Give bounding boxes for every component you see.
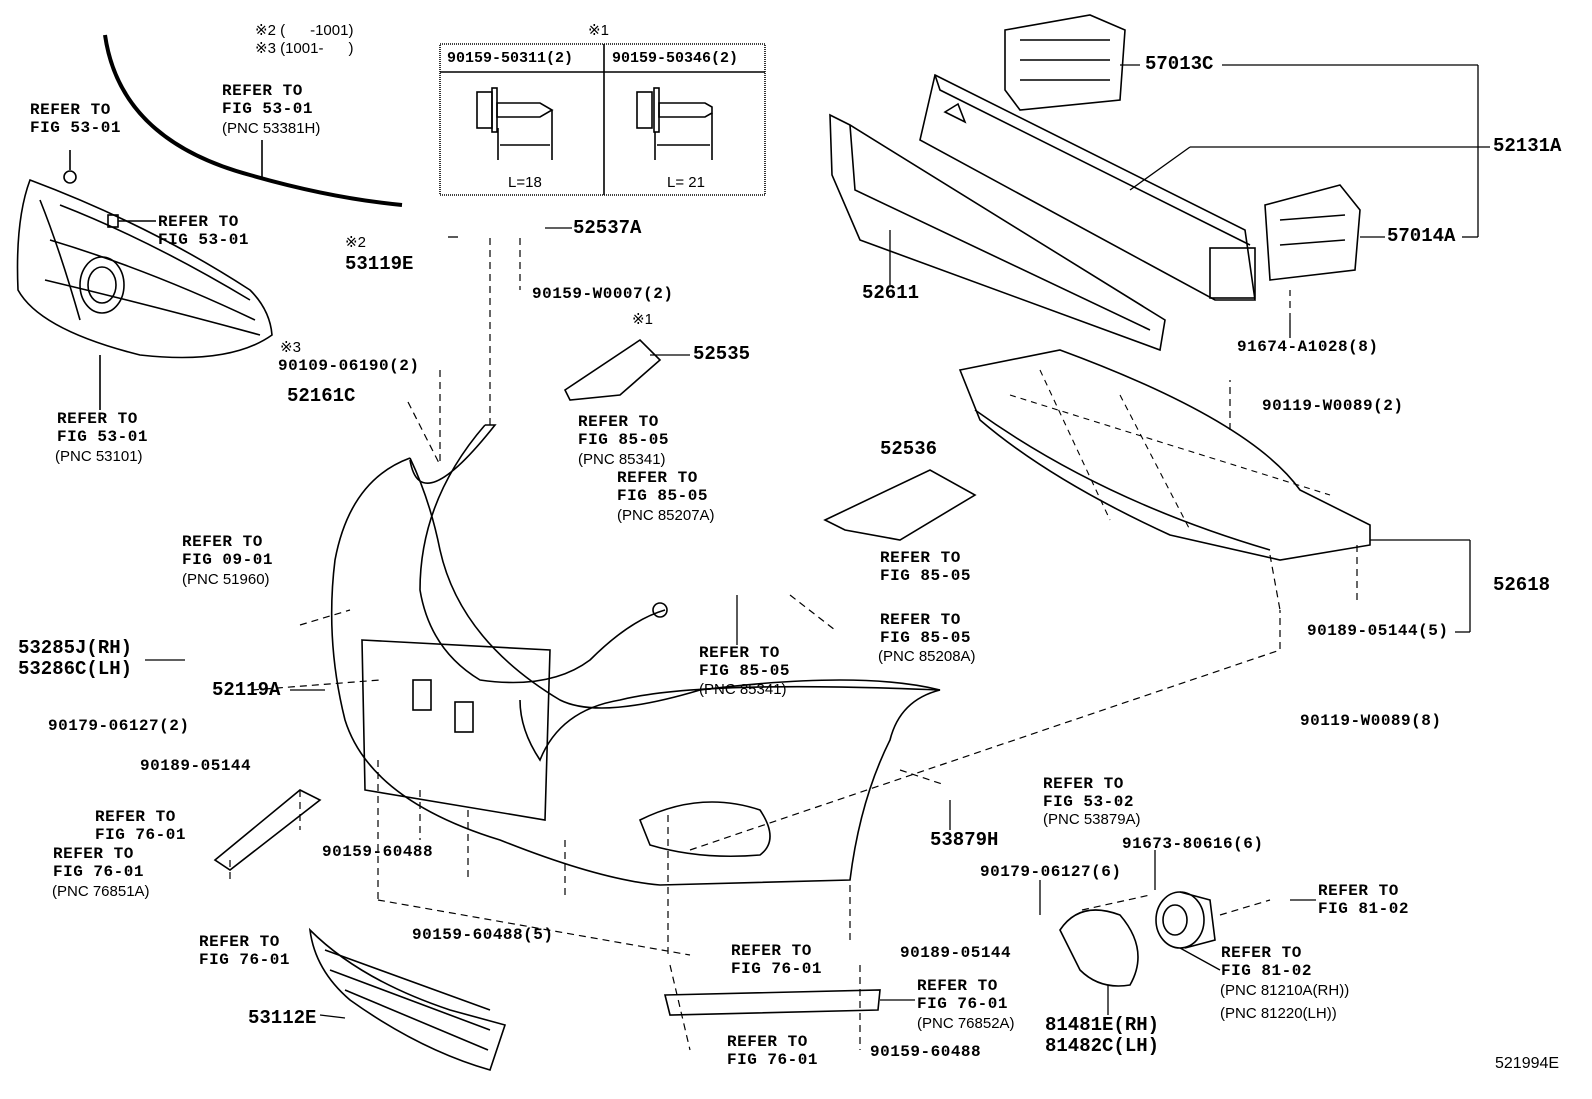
side-bracket-52535 xyxy=(563,338,662,401)
bracket-57014A xyxy=(1264,184,1361,281)
refer-label: REFER TO FIG 85-05 xyxy=(880,549,971,585)
part-number: 53285J(RH) 53286C(LH) xyxy=(18,637,133,680)
part-number: 90179-06127(2) xyxy=(48,717,190,735)
refer-label: REFER TO FIG 85-05 xyxy=(617,469,708,505)
pnc-label: (PNC 81210A(RH)) xyxy=(1220,982,1350,999)
part-number: 53119E xyxy=(345,253,414,275)
diagram-id: 521994E xyxy=(1495,1055,1560,1072)
refer-label: REFER TO FIG 76-01 xyxy=(199,933,290,969)
part-number: 52119A xyxy=(212,679,281,701)
part-number: 90189-05144 xyxy=(140,757,252,775)
part-number: 90159-60488(5) xyxy=(412,926,554,944)
part-number: 53112E xyxy=(248,1007,317,1029)
pnc-label: (PNC 51960) xyxy=(182,571,270,588)
refer-label: REFER TO FIG 53-01 xyxy=(57,410,148,446)
refer-label: REFER TO FIG 85-05 xyxy=(578,413,669,449)
pnc-label: (PNC 85341) xyxy=(578,451,666,468)
part-number: 90159-W0007(2) xyxy=(532,285,674,303)
refer-label: REFER TO FIG 85-05 xyxy=(699,644,790,680)
bolt-table-header: 90159-50311(2) xyxy=(447,50,574,67)
note-2-3: ※2 ( -1001) ※3 (1001- ) xyxy=(255,22,354,57)
part-number: 90119-W0089(8) xyxy=(1300,712,1442,730)
refer-label: REFER TO FIG 76-01 xyxy=(53,845,144,881)
part-number: 57014A xyxy=(1387,225,1456,247)
bolt-table-frame xyxy=(439,43,766,196)
pnc-label: (PNC 85341) xyxy=(699,681,787,698)
part-number: 57013C xyxy=(1145,53,1214,75)
part-number: 90189-05144(5) xyxy=(1307,622,1449,640)
lower-grille-53112E xyxy=(308,927,507,1071)
part-number: 90179-06127(6) xyxy=(980,863,1122,881)
part-number: 91673-80616(6) xyxy=(1122,835,1264,853)
refer-label: REFER TO FIG 76-01 xyxy=(731,942,822,978)
bolt-table-header: 90159-50346(2) xyxy=(612,50,739,67)
part-number: 52131A xyxy=(1493,135,1562,157)
fog-lamp xyxy=(1155,891,1216,949)
part-number: 90189-05144 xyxy=(900,944,1012,962)
part-number: 52611 xyxy=(862,282,920,304)
part-number: 90119-W0089(2) xyxy=(1262,397,1404,415)
part-number: 90159-60488 xyxy=(870,1043,982,1061)
leader-lines xyxy=(145,64,1490,1019)
front-bumper-cover xyxy=(330,424,941,886)
energy-absorber xyxy=(829,113,1166,352)
refer-label: REFER TO FIG 09-01 xyxy=(182,533,273,569)
mark-label: ※2 xyxy=(345,234,366,251)
pnc-label: (PNC 53381H) xyxy=(222,120,321,137)
pnc-label: (PNC 85207A) xyxy=(617,507,715,524)
part-number: 81481E(RH) 81482C(LH) xyxy=(1045,1014,1160,1057)
part-number: 52536 xyxy=(880,438,938,460)
pnc-label: (PNC 53101) xyxy=(55,448,143,465)
part-number: 90159-60488 xyxy=(322,843,434,861)
lower-brace-76851A xyxy=(213,789,322,871)
refer-label: REFER TO FIG 76-01 xyxy=(917,977,1008,1013)
bolt-length: L= 21 xyxy=(667,174,705,191)
pnc-label: (PNC 85208A) xyxy=(878,648,976,665)
molding-strip xyxy=(103,34,403,207)
part-number: 52537A xyxy=(573,217,642,239)
box-mark: ※1 xyxy=(588,22,609,39)
pnc-label: (PNC 53879A) xyxy=(1043,811,1141,828)
engine-under-cover xyxy=(958,349,1371,561)
part-number: 53879H xyxy=(930,829,999,851)
refer-label: REFER TO FIG 53-01 xyxy=(158,213,249,249)
bolt-icon xyxy=(476,87,554,160)
refer-label: REFER TO FIG 76-01 xyxy=(95,808,186,844)
part-number: 52535 xyxy=(693,343,751,365)
bolt-length: L=18 xyxy=(508,174,542,191)
refer-label: REFER TO FIG 85-05 xyxy=(880,611,971,647)
mark-label: ※3 xyxy=(280,339,301,356)
pnc-label: (PNC 76852A) xyxy=(917,1015,1015,1032)
pnc-label: (PNC 76851A) xyxy=(52,883,150,900)
pnc-label: (PNC 81220(LH)) xyxy=(1220,1005,1337,1022)
refer-label: REFER TO FIG 81-02 xyxy=(1221,944,1312,980)
refer-label: REFER TO FIG 81-02 xyxy=(1318,882,1409,918)
part-number: 52618 xyxy=(1493,574,1551,596)
side-bracket-52536 xyxy=(823,469,977,541)
bracket-57013C xyxy=(1004,14,1126,111)
mark-label: ※1 xyxy=(632,311,653,328)
part-number: 90109-06190(2) xyxy=(278,357,420,375)
refer-label: REFER TO FIG 76-01 xyxy=(727,1033,818,1069)
bumper-reinforcement xyxy=(919,73,1256,301)
fog-lamp-bezel xyxy=(1059,909,1139,987)
refer-label: REFER TO FIG 53-01 xyxy=(30,101,121,137)
refer-label: REFER TO FIG 53-01 xyxy=(222,82,313,118)
bolt-icon xyxy=(636,87,713,160)
lower-molding-76852A xyxy=(663,989,881,1016)
part-number: 52161C xyxy=(287,385,356,407)
assembly-lines xyxy=(229,235,1358,1051)
upper-grille xyxy=(16,150,273,410)
refer-label: REFER TO FIG 53-02 xyxy=(1043,775,1134,811)
part-number: 91674-A1028(8) xyxy=(1237,338,1379,356)
